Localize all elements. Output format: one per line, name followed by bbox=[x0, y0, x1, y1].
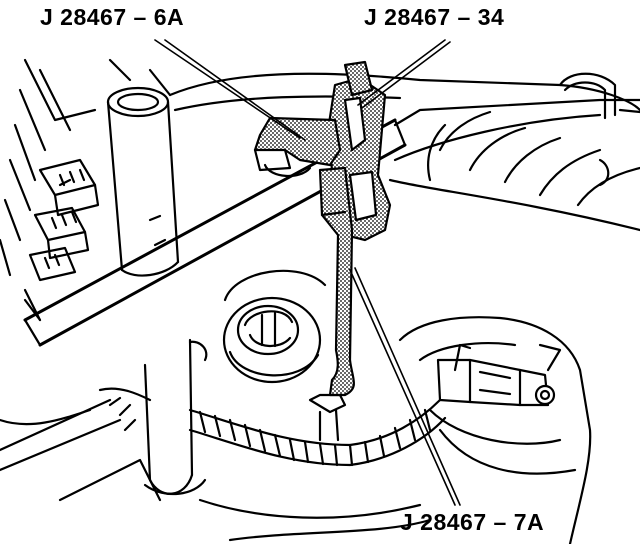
leader-lines bbox=[154, 39, 461, 506]
support-cylinder bbox=[106, 86, 180, 277]
hose-harness bbox=[98, 387, 447, 467]
callout-tool-6a: J 28467 – 6A bbox=[40, 4, 185, 30]
thermostat-housing bbox=[222, 269, 327, 384]
tool-j28467-7a bbox=[318, 166, 355, 397]
right-bracket-assembly bbox=[398, 316, 592, 544]
callout-tool-7a: J 28467 – 7A bbox=[400, 509, 545, 535]
callout-tool-34: J 28467 – 34 bbox=[364, 4, 505, 30]
lower-post bbox=[143, 338, 208, 496]
engine-cover bbox=[168, 72, 640, 232]
lower-frame bbox=[0, 398, 432, 542]
tool-j28467-6a bbox=[253, 116, 342, 177]
